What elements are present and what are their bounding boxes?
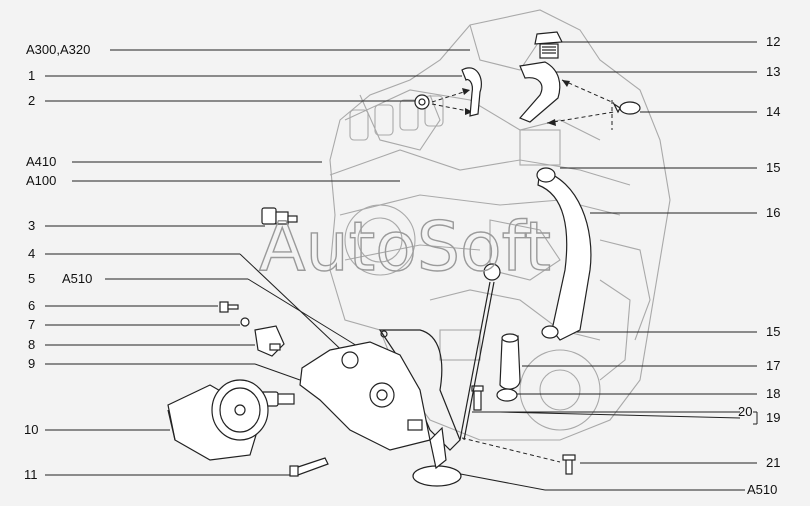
label-a100: A100 bbox=[26, 173, 57, 188]
dashed-lines bbox=[431, 79, 615, 463]
watermark: AutoSoft bbox=[259, 208, 551, 287]
label-19: 19 bbox=[766, 410, 781, 425]
label-a300-a320: A300,A320 bbox=[26, 42, 91, 57]
stud-11 bbox=[289, 457, 329, 477]
label-17: 17 bbox=[766, 358, 781, 373]
label-7: 7 bbox=[28, 317, 36, 332]
elbow-fitting bbox=[499, 333, 521, 390]
breather-hose bbox=[518, 61, 561, 123]
oil-strainer bbox=[412, 426, 462, 487]
label-a510-left: A510 bbox=[62, 271, 93, 286]
label-11: 11 bbox=[24, 467, 38, 482]
seal-ring bbox=[496, 388, 518, 402]
label-12: 12 bbox=[766, 34, 781, 49]
arrow-heads bbox=[462, 80, 570, 126]
leader-lines bbox=[45, 41, 758, 491]
bolt-6 bbox=[219, 301, 239, 313]
label-8: 8 bbox=[28, 337, 36, 352]
label-14: 14 bbox=[766, 104, 781, 119]
oil-filter bbox=[167, 379, 269, 461]
label-1: 1 bbox=[28, 68, 36, 83]
label-16: 16 bbox=[766, 205, 781, 220]
label-15-bottom: 15 bbox=[766, 324, 781, 339]
sensor-8 bbox=[254, 325, 285, 357]
hose-small bbox=[461, 67, 482, 117]
label-20: 20 bbox=[738, 404, 753, 419]
pressure-sensor bbox=[261, 207, 298, 225]
ventilation-tube bbox=[536, 167, 592, 341]
label-15-top: 15 bbox=[766, 160, 781, 175]
washer-7 bbox=[240, 317, 250, 327]
label-9: 9 bbox=[28, 356, 36, 371]
filler-cap bbox=[534, 31, 563, 59]
label-3: 3 bbox=[28, 218, 36, 233]
label-6: 6 bbox=[28, 298, 36, 313]
pump-gasket bbox=[378, 329, 461, 451]
label-5: 5 bbox=[28, 271, 36, 286]
hose-clamp bbox=[612, 101, 641, 115]
label-a410: A410 bbox=[26, 154, 57, 169]
bolt-20 bbox=[471, 385, 484, 411]
label-10: 10 bbox=[24, 422, 39, 437]
label-a510-bottom: A510 bbox=[747, 482, 778, 497]
label-13: 13 bbox=[766, 64, 781, 79]
label-2: 2 bbox=[28, 93, 36, 108]
bolt-21 bbox=[562, 454, 576, 475]
label-21: 21 bbox=[766, 455, 781, 470]
dipstick bbox=[459, 263, 501, 441]
oil-pump bbox=[299, 341, 431, 451]
small-clip bbox=[414, 94, 430, 110]
label-18: 18 bbox=[766, 386, 781, 401]
label-4: 4 bbox=[28, 246, 36, 261]
engine-block bbox=[329, 9, 671, 441]
